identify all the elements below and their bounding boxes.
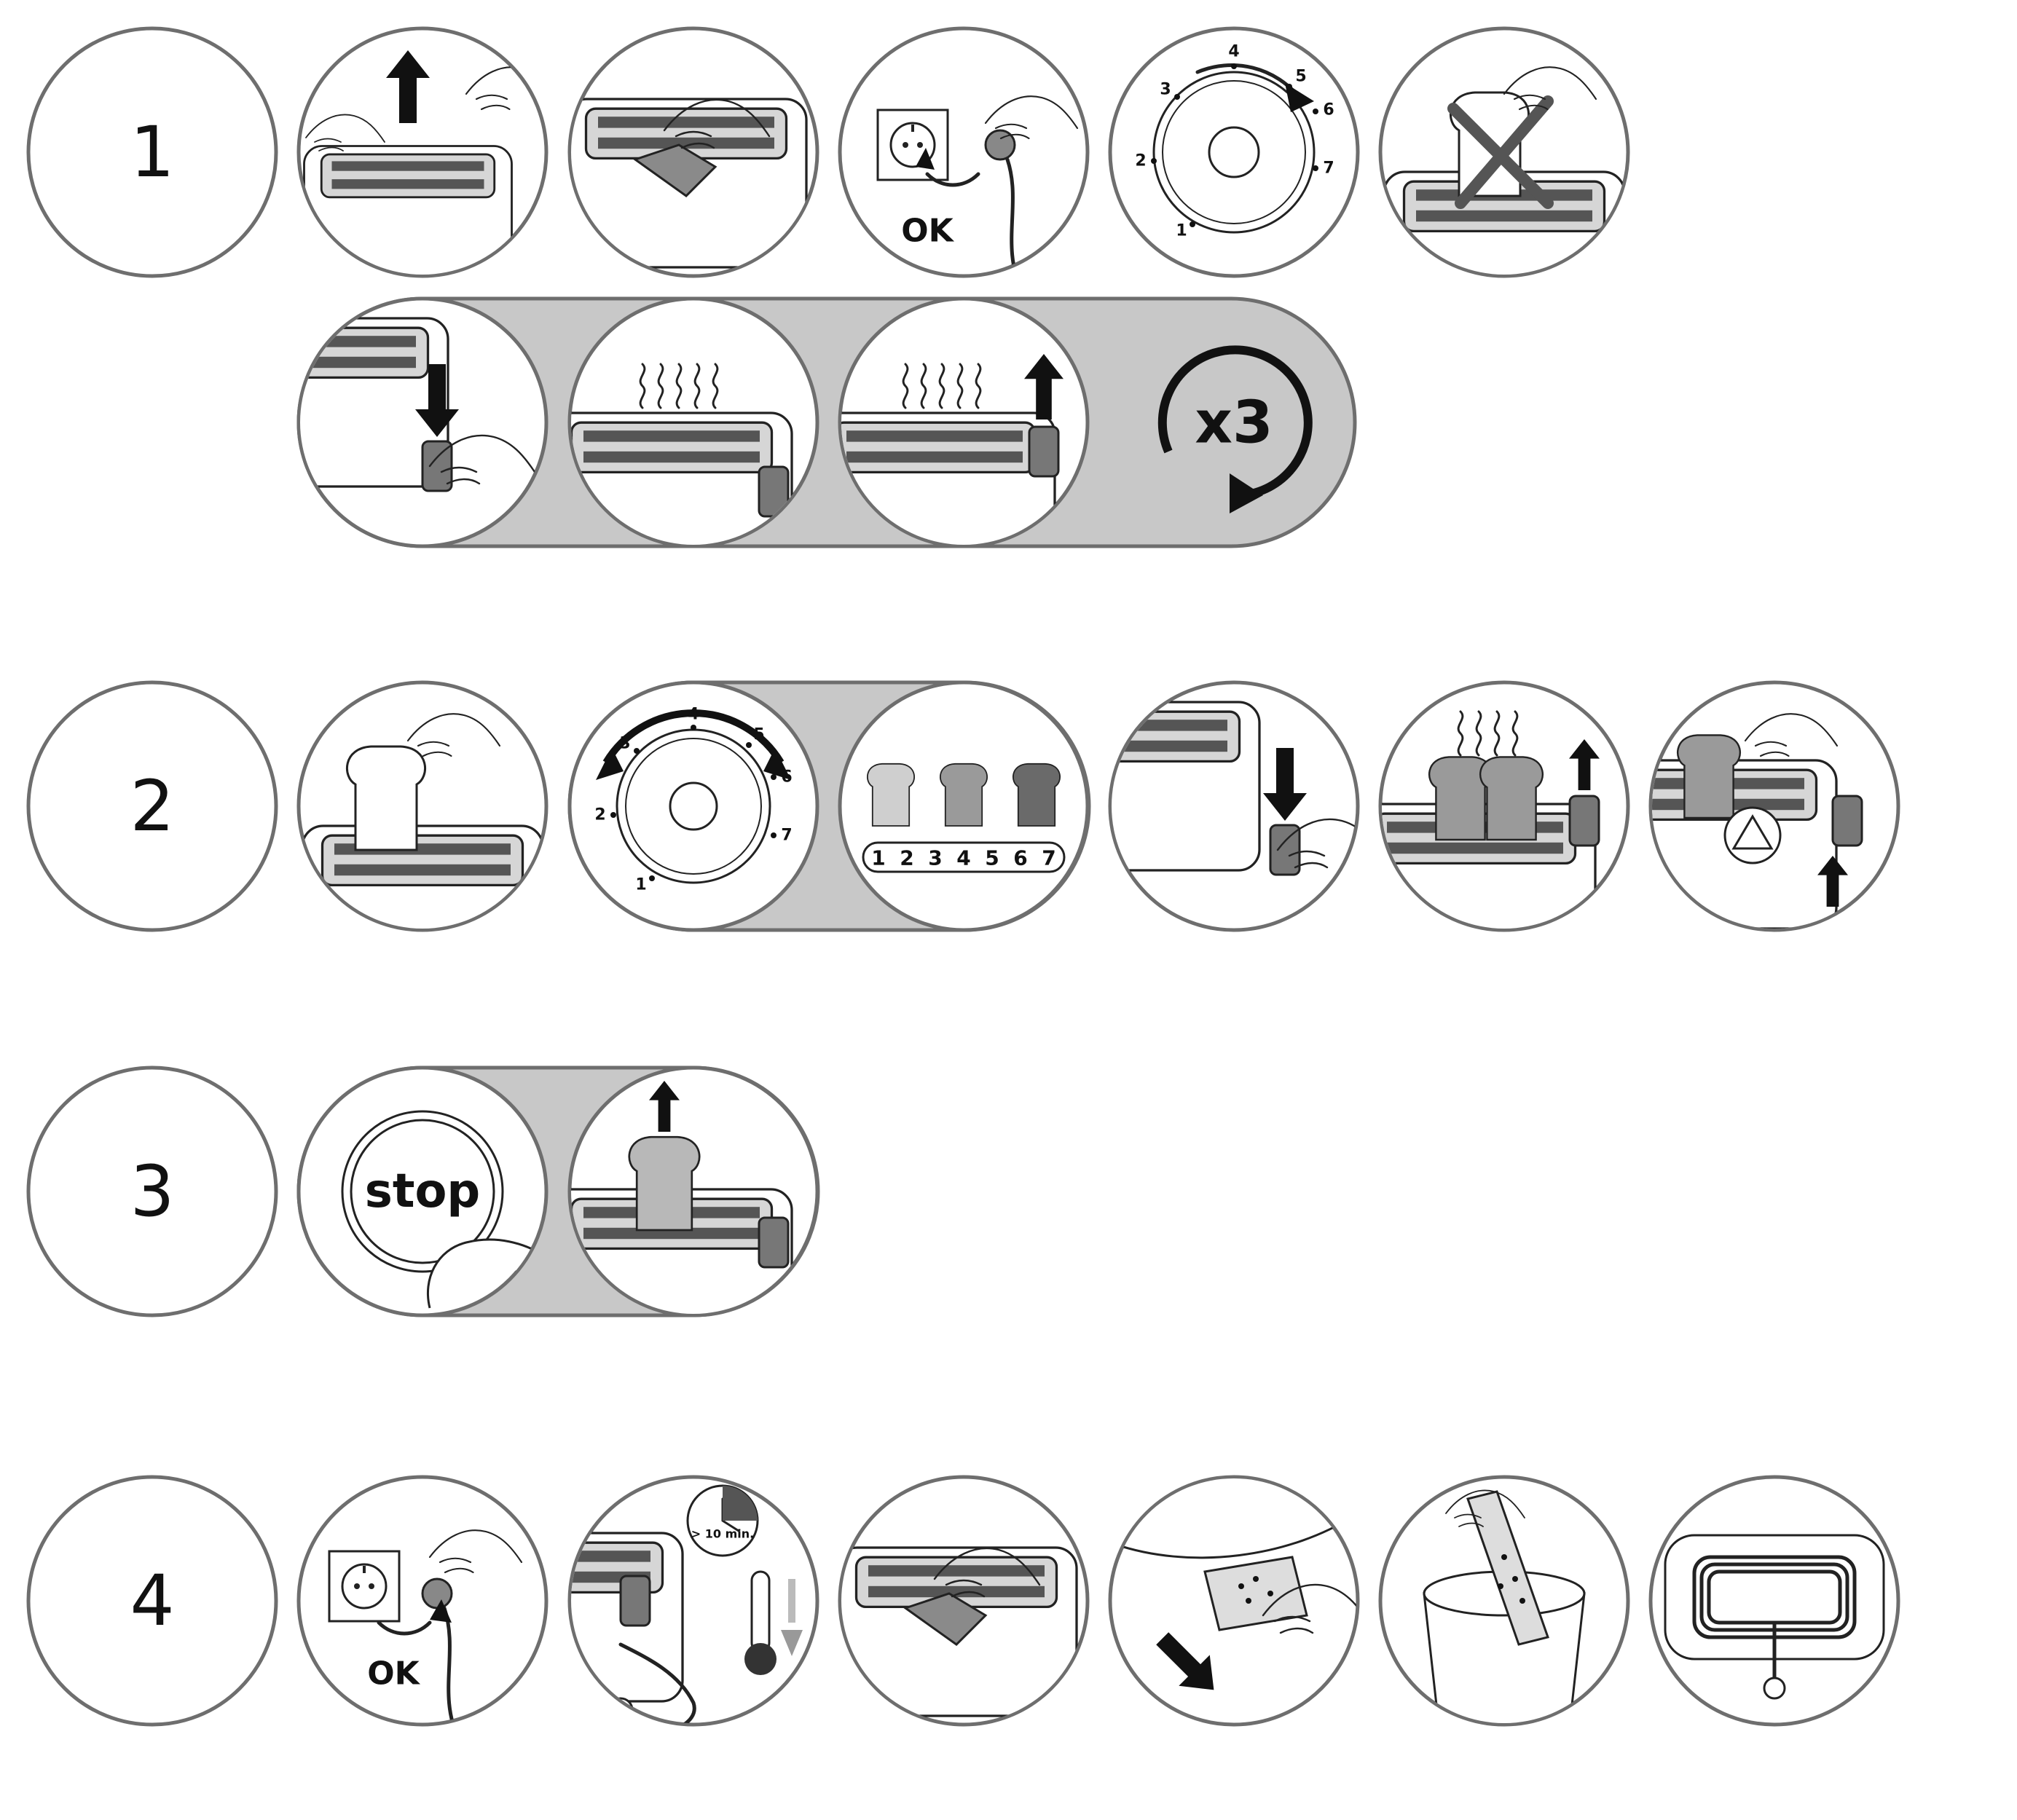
wipe-cloth-icon	[566, 28, 817, 276]
step-2-row: 2 1 2 3 4 5 6 7	[28, 682, 1898, 994]
hot-surface-icon	[1596, 682, 1898, 930]
ok-label: OK	[901, 213, 954, 250]
dial-number: 2	[1135, 152, 1146, 170]
lever-down-icon	[208, 299, 546, 546]
ok-label: OK	[367, 1655, 420, 1693]
step-3-number: 3	[130, 1151, 174, 1232]
stop-button-icon: stop	[299, 1068, 546, 1315]
step-2-number: 2	[130, 765, 174, 847]
dial-number: 5	[1295, 68, 1306, 86]
dial-number: 3	[619, 735, 630, 753]
plug-in-icon: OK	[840, 28, 1088, 291]
unplug-icon: OK	[299, 1477, 546, 1739]
step-1-number: 1	[130, 111, 174, 193]
browning-level: 1	[871, 846, 885, 870]
dial-turn-icon: 1 2 3 4 5 6 7	[1110, 28, 1358, 276]
step-4-number: 4	[130, 1560, 174, 1642]
lift-lid-icon	[299, 28, 558, 291]
dial-number: 2	[594, 806, 605, 824]
insert-bread-icon	[299, 682, 546, 994]
dial-number: 3	[1160, 81, 1171, 99]
dial-number: 4	[688, 706, 699, 724]
step-1-row: 1	[28, 28, 1628, 340]
dial-adjust-icon: 1 2 3 4 5 6 7	[570, 682, 817, 930]
dial-number: 7	[1323, 159, 1334, 178]
dial-number: 1	[635, 876, 646, 894]
dial-number: 6	[781, 768, 792, 787]
wipe-cloth-icon	[836, 1477, 1088, 1725]
preheat-cycle-band: x3	[208, 299, 1355, 581]
browning-level: 6	[1013, 846, 1027, 870]
browning-level: 7	[1042, 846, 1055, 870]
browning-levels-icon: 1 2 3 4 5 6 7	[840, 682, 1088, 930]
browning-level: 4	[956, 846, 970, 870]
toast-ready-icon	[1355, 682, 1628, 972]
timer-label: > 10 min.	[691, 1527, 754, 1541]
step-4-row: 4 OK	[28, 1477, 1898, 1739]
browning-level: 3	[928, 846, 942, 870]
dial-number: 7	[781, 827, 792, 845]
no-bread-icon	[1380, 28, 1628, 340]
crumb-tray-icon	[1110, 1477, 1368, 1725]
dial-number: 1	[1176, 222, 1187, 240]
browning-level: 5	[985, 846, 999, 870]
browning-level: 2	[900, 846, 913, 870]
cord-storage-icon	[1651, 1477, 1898, 1725]
repeat-label: x3	[1195, 389, 1273, 457]
dial-number: 4	[1228, 43, 1239, 61]
empty-crumbs-icon	[1380, 1477, 1628, 1725]
step-3-row: 3 stop	[28, 1068, 818, 1358]
stop-label: stop	[365, 1165, 480, 1218]
dial-number: 5	[753, 726, 764, 744]
dial-number: 6	[1323, 101, 1334, 119]
